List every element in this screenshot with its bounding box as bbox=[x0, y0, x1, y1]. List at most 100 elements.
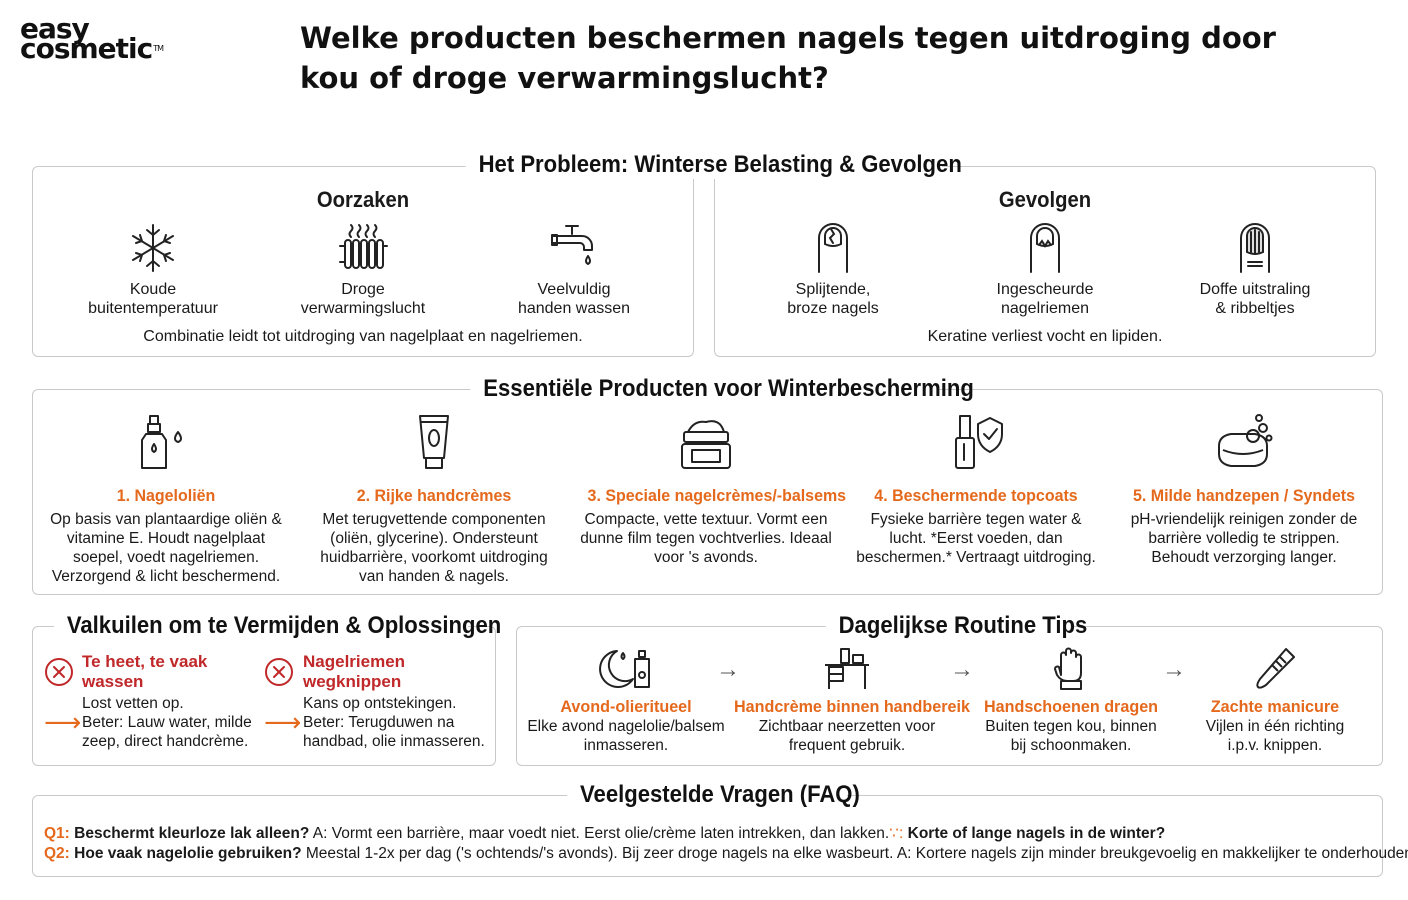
faq-heading: Veelgestelde Vragen (FAQ) bbox=[567, 781, 860, 809]
pitfall-2-title2: wegknippen bbox=[303, 672, 402, 691]
product-nail-balms: 3. Speciale nagelcrèmes/-balsems Compact… bbox=[580, 412, 846, 567]
faq-question-2: Q2: Hoe vaak nagelolie gebruiken? Meesta… bbox=[44, 844, 1408, 864]
topcoat-shield-icon bbox=[955, 415, 1003, 469]
moon-oil-icon bbox=[599, 650, 650, 688]
cause-washing-line1: Veelvuldig bbox=[537, 281, 611, 298]
solution-arrow-icon: ⟶ bbox=[264, 707, 302, 737]
product-nail-balms-desc: Compacte, vette textuur. Vormt een dunne… bbox=[580, 511, 832, 566]
desk-cream-icon bbox=[825, 648, 869, 689]
problem-heading: Het Probleem: Winterse Belasting & Gevol… bbox=[465, 151, 962, 179]
product-hand-creams: 2. Rijke handcrèmes Met terugvettende co… bbox=[308, 412, 560, 586]
routine-4-line2: i.p.v. knippen. bbox=[1227, 737, 1323, 754]
product-topcoats-desc: Fysieke barrière tegen water & lucht. *E… bbox=[856, 511, 1096, 566]
product-topcoats-title: 4. Beschermende topcoats bbox=[874, 486, 1078, 505]
product-mild-soaps-desc: pH-vriendelijk reinigen zonder de barriè… bbox=[1130, 511, 1358, 566]
routine-gloves: Handschoenen dragen Buiten tegen kou, bi… bbox=[976, 645, 1166, 755]
effect-split-line1: Splijtende, bbox=[795, 281, 871, 298]
routine-1-title: Avond-olieritueel bbox=[560, 697, 692, 716]
routine-1-line1: Elke avond nagelolie/balsem bbox=[527, 718, 725, 735]
faucet-icon bbox=[551, 225, 593, 265]
product-mild-soaps: 5. Milde handzepen / Syndets pH-vriendel… bbox=[1118, 412, 1370, 567]
cause-heating-line1: Droge bbox=[341, 281, 385, 298]
routine-4-line1: Vijlen in één richting bbox=[1205, 718, 1345, 735]
faq-question-1: Q1: Beschermt kleurloze lak alleen? A: V… bbox=[44, 824, 1165, 844]
trademark: TM bbox=[153, 44, 164, 53]
page-title: Welke producten beschermen nagels tegen … bbox=[300, 21, 1276, 95]
next-arrow-icon: → bbox=[950, 656, 974, 683]
product-nail-oils: 1. Nageloliën Op basis van plantaardige … bbox=[40, 412, 292, 586]
cause-cold-line2: buitentemperatuur bbox=[88, 300, 218, 317]
causes-panel bbox=[32, 166, 694, 357]
routine-4-title: Zachte manicure bbox=[1210, 697, 1340, 716]
warning-x-icon bbox=[265, 658, 293, 686]
faq-q1-answer: A: Vormt een barrière, maar voedt niet. … bbox=[309, 825, 890, 842]
nail-file-icon bbox=[1256, 648, 1295, 689]
routine-1-line2: inmasseren. bbox=[583, 737, 669, 754]
split-nail-icon bbox=[818, 223, 848, 273]
ridged-nail-icon bbox=[1240, 223, 1270, 273]
routine-panel bbox=[516, 626, 1383, 766]
routine-cream-nearby: Handcrème binnen handbereik Zichtbaar ne… bbox=[728, 645, 970, 755]
logo-line-2: cosmeticTM bbox=[20, 32, 164, 65]
products-panel bbox=[32, 389, 1383, 595]
radiator-icon bbox=[339, 224, 388, 269]
faq-q1-label: Q1: bbox=[44, 825, 70, 842]
soap-bar-icon bbox=[1218, 414, 1273, 467]
product-mild-soaps-title: 5. Milde handzepen / Syndets bbox=[1132, 486, 1355, 505]
cause-washing-line2: handen wassen bbox=[517, 300, 631, 317]
pitfalls-heading: Valkuilen om te Vermijden & Oplossingen bbox=[54, 612, 501, 640]
snowflake-icon bbox=[132, 224, 174, 272]
effects-note: Keratine verliest vocht en lipiden. bbox=[927, 328, 1163, 345]
oil-dropper-icon bbox=[141, 415, 182, 469]
brand-logo: easy cosmeticTM bbox=[20, 12, 164, 65]
pitfall-1-line2: Beter: Lauw water, milde bbox=[82, 714, 252, 731]
faq-q2-answer: Meestal 1-2x per dag ('s ochtends/'s avo… bbox=[301, 845, 1408, 862]
cause-heating: Droge verwarmingslucht bbox=[283, 222, 443, 318]
product-topcoats: 4. Beschermende topcoats Fysieke barrièr… bbox=[850, 412, 1102, 567]
solution-arrow-icon: ⟶ bbox=[44, 707, 82, 737]
cream-tube-icon bbox=[419, 415, 449, 469]
effects-title: Gevolgen bbox=[998, 187, 1092, 212]
effect-dull-line2: & ribbeltjes bbox=[1215, 300, 1295, 317]
pitfall-2-title1: Nagelriemen bbox=[303, 652, 406, 671]
glove-icon bbox=[1054, 647, 1082, 690]
logo-line-1: easy bbox=[20, 12, 90, 45]
pitfall-2-line3: handbad, olie inmasseren. bbox=[303, 733, 485, 750]
routine-3-line1: Buiten tegen kou, binnen bbox=[985, 718, 1157, 735]
pitfall-2-line2: Beter: Terugduwen na bbox=[303, 714, 455, 731]
effects-panel bbox=[714, 166, 1376, 357]
causes-note: Combinatie leidt tot uitdroging van nage… bbox=[143, 328, 583, 345]
routine-gentle-manicure: Zachte manicure Vijlen in één richting i.… bbox=[1190, 645, 1360, 755]
effect-torn-line2: nagelriemen bbox=[1000, 300, 1090, 317]
cause-washing: Veelvuldig handen wassen bbox=[494, 222, 654, 318]
routine-2-line1: Zichtbaar neerzetten voor bbox=[758, 718, 936, 735]
cause-heating-line2: verwarmingslucht bbox=[300, 300, 426, 317]
effect-dull-line1: Doffe uitstraling bbox=[1199, 281, 1311, 298]
product-hand-creams-desc: Met terugvettende componenten (oliën, gl… bbox=[320, 511, 548, 585]
faq-q1-separator: ∵: bbox=[889, 825, 904, 842]
pitfall-2-line1: Kans op ontstekingen. bbox=[303, 695, 457, 712]
routine-3-line2: bij schoonmaken. bbox=[1010, 737, 1132, 754]
cause-cold: Koude buitentemperatuur bbox=[73, 222, 233, 318]
faq-q1-extra: Korte of lange nagels in de winter? bbox=[903, 825, 1166, 842]
warning-x-icon bbox=[45, 658, 73, 686]
routine-evening-oil: Avond-olieritueel Elke avond nagelolie/b… bbox=[522, 645, 730, 755]
routine-heading: Dagelijkse Routine Tips bbox=[825, 612, 1087, 640]
products-heading: Essentiële Producten voor Winterbescherm… bbox=[470, 375, 974, 403]
product-nail-oils-title: 1. Nageloliën bbox=[116, 486, 216, 505]
next-arrow-icon: → bbox=[716, 656, 740, 683]
torn-cuticle-icon bbox=[1030, 223, 1060, 273]
effect-dull-ridges: Doffe uitstraling & ribbeltjes bbox=[1175, 222, 1335, 318]
cause-cold-line1: Koude bbox=[129, 281, 177, 298]
pitfall-1-line1: Lost vetten op. bbox=[82, 695, 184, 712]
next-arrow-icon: → bbox=[1162, 656, 1186, 683]
pitfalls-panel bbox=[32, 626, 496, 766]
effect-split-line2: broze nagels bbox=[787, 300, 879, 317]
routine-3-title: Handschoenen dragen bbox=[983, 697, 1159, 716]
balm-jar-icon bbox=[681, 420, 731, 469]
faq-q1-question: Beschermt kleurloze lak alleen? bbox=[74, 825, 310, 842]
pitfall-1-line3: zeep, direct handcrème. bbox=[82, 733, 249, 750]
